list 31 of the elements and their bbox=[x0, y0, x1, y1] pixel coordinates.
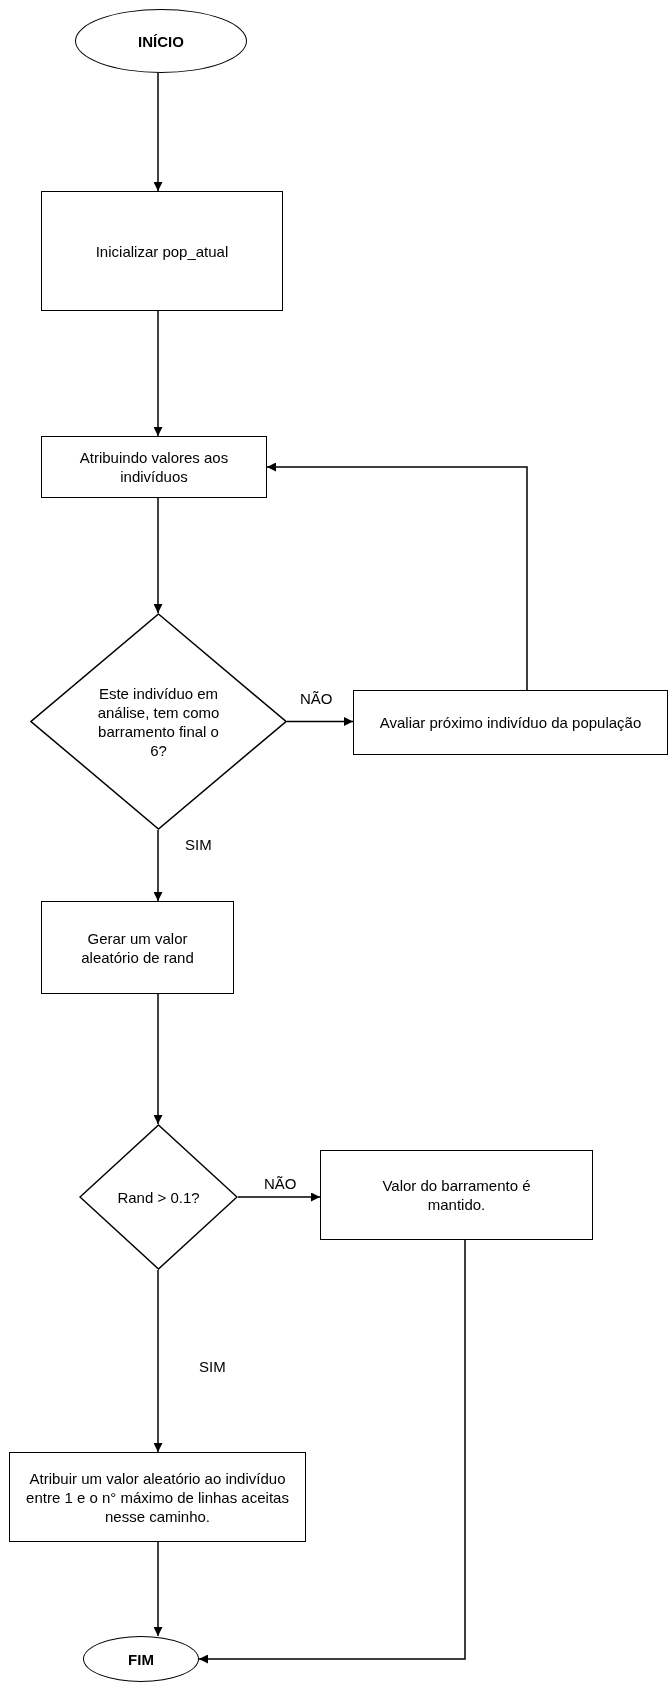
node-text: Gerar um valor aleatório de rand bbox=[80, 928, 195, 967]
node-text: FIM bbox=[128, 1649, 154, 1669]
process-box bbox=[41, 901, 234, 994]
arrow bbox=[266, 462, 528, 691]
process-box bbox=[9, 1452, 306, 1542]
arrow bbox=[153, 497, 163, 614]
edge-label: NÃO bbox=[298, 690, 335, 707]
arrow bbox=[237, 1192, 321, 1202]
arrow bbox=[153, 1541, 163, 1637]
node-text: Atribuindo valores aos indivíduos bbox=[78, 448, 230, 486]
arrow bbox=[153, 72, 163, 192]
process-box bbox=[41, 191, 283, 311]
process-box bbox=[320, 1150, 593, 1240]
process-box bbox=[41, 436, 267, 498]
decision-diamond bbox=[79, 1124, 238, 1270]
node-text: Rand > 0.1? bbox=[116, 1187, 201, 1207]
node-text: Inicializar pop_atual bbox=[95, 241, 229, 261]
node-text: Valor do barramento é mantido. bbox=[381, 1176, 532, 1214]
arrow bbox=[153, 310, 163, 437]
edge-label: NÃO bbox=[262, 1175, 299, 1192]
process-box bbox=[353, 690, 668, 755]
node-text: Atribuir um valor aleatório ao indivíduo entre 1 e o n° máximo de linhas aceitas nesse caminho. bbox=[25, 1468, 290, 1526]
arrow bbox=[286, 717, 354, 726]
arrow bbox=[153, 993, 163, 1125]
arrow bbox=[153, 1269, 163, 1453]
node-text: Este indivíduo em análise, tem como barramento final o 6? bbox=[96, 683, 221, 760]
node-text: Avaliar próximo indivíduo da população bbox=[379, 713, 642, 732]
arrow bbox=[153, 829, 163, 902]
node-text: INÍCIO bbox=[138, 31, 184, 51]
decision-diamond bbox=[30, 613, 287, 830]
arrow bbox=[198, 1239, 466, 1664]
